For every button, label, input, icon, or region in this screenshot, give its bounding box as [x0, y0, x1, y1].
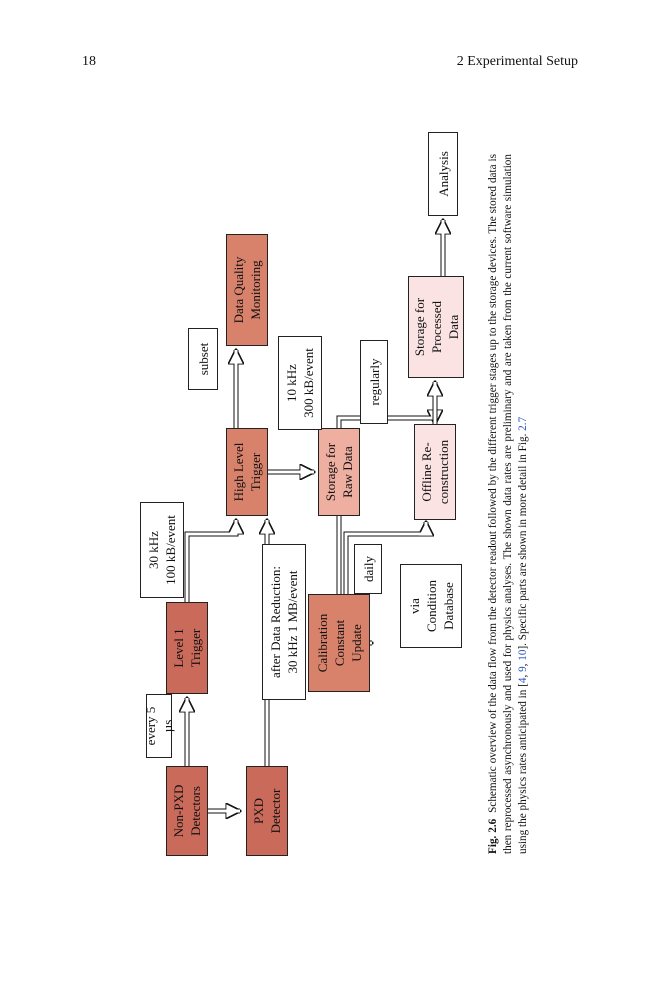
subset-label: subset — [188, 328, 218, 390]
caption-label: Fig. 2.6 — [487, 818, 499, 854]
label-text-line: regularly — [366, 358, 382, 406]
node-text-line: construction — [436, 439, 451, 505]
node-text-line: Storage for — [323, 442, 338, 502]
node-text-line: Data Quality — [231, 256, 246, 324]
node-text-line: Analysis — [435, 151, 451, 197]
label-text-line: 300 kB/event — [301, 348, 316, 418]
node-text-line: Processed — [428, 301, 444, 353]
node-text-line: Trigger — [248, 452, 263, 492]
offline-recon-box: Offline Re-construction — [414, 424, 456, 520]
citation-link[interactable]: 4 — [516, 677, 529, 684]
node-text-line: Level 1 — [171, 628, 186, 668]
analysis-box: Analysis — [428, 132, 458, 216]
caption-text: ]. Specific parts are shown in more deta… — [516, 430, 529, 650]
node-text-line: High Level — [231, 442, 246, 502]
label-text-line: 30 kHz 1 MB/event — [285, 570, 300, 674]
label-text-line: Database — [440, 582, 456, 630]
label-text-line: after Data Reduction: — [268, 566, 283, 678]
running-head: 2 Experimental Setup — [456, 54, 578, 69]
node-text-line: Raw Data — [340, 446, 355, 498]
label-text-line: via — [406, 598, 422, 614]
label-text-line: 30 kHz — [146, 531, 161, 569]
node-text-line: Data — [445, 314, 461, 340]
node-text-line: Constant — [331, 619, 347, 667]
node-text-line: Calibration — [314, 613, 330, 673]
every-5us-label: every 5 µs — [143, 694, 175, 758]
flow-arrow-inner — [344, 522, 428, 594]
data-reduction-label: after Data Reduction:30 kHz 1 MB/event — [262, 544, 306, 700]
node-text-line: Detector — [268, 788, 283, 834]
flow-arrow-inner — [185, 520, 238, 602]
node-text-line: Trigger — [188, 628, 203, 668]
label-text-line: Condition — [423, 580, 439, 633]
label-text-line: daily — [360, 556, 376, 582]
daily-label: daily — [354, 544, 382, 594]
figure-caption: Fig. 2.6 Schematic overview of the data … — [487, 153, 529, 854]
flow-arrow — [184, 520, 236, 602]
regularly-label: regularly — [360, 340, 388, 424]
citation-link[interactable]: 10 — [516, 649, 529, 661]
citation-link[interactable]: 9 — [516, 666, 529, 672]
figure-reference-link[interactable]: 2.7 — [516, 416, 529, 431]
label-text-line: 100 kB/event — [163, 515, 178, 585]
node-text-line: Monitoring — [248, 260, 263, 320]
label-text-line: subset — [195, 342, 211, 376]
node-text-line: Update — [348, 624, 364, 662]
node-text-line: PXD — [251, 798, 266, 825]
node-text-line: Offline Re- — [419, 442, 434, 502]
node-text-line: Non-PXD — [171, 784, 186, 838]
node-text-line: Detectors — [188, 786, 203, 836]
label-text-line: every 5 µs — [143, 706, 175, 746]
node-text-line: Storage for — [411, 297, 427, 357]
page-number: 18 — [82, 54, 96, 69]
label-text-line: 10 kHz — [284, 364, 299, 402]
